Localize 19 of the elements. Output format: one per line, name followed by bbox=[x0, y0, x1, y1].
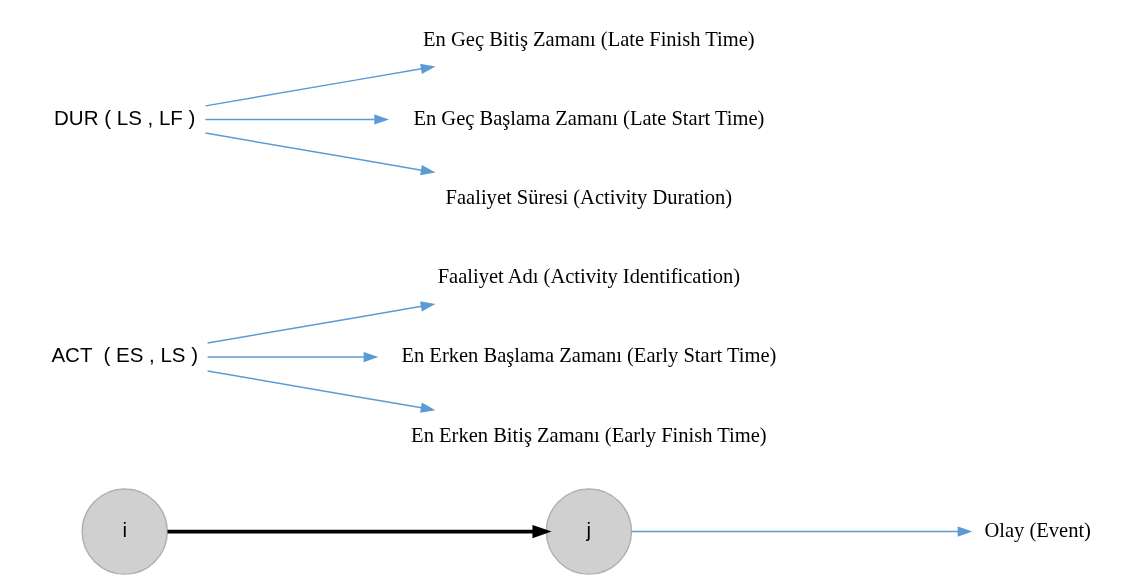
node-text: En Geç Bitiş Zamanı (Late Finish Time) bbox=[423, 27, 755, 50]
node-text: Faaliyet Adı (Activity Identification) bbox=[437, 265, 741, 288]
node-circle: i bbox=[81, 488, 168, 575]
arrow bbox=[206, 301, 436, 344]
node-text: ACT ( ES , LS ) bbox=[51, 343, 199, 367]
node-text: En Geç Başlama Zamanı (Late Start Time) bbox=[413, 106, 765, 129]
node-text: DUR ( LS , LF ) bbox=[54, 105, 196, 129]
node-circle: j bbox=[545, 488, 633, 575]
node-text: En Erken Başlama Zamanı (Early Start Time) bbox=[401, 344, 777, 367]
arrow bbox=[204, 132, 436, 176]
node-text: En Erken Bitiş Zamanı (Early Finish Time) bbox=[411, 423, 767, 446]
arrow bbox=[167, 524, 552, 539]
arrow bbox=[204, 63, 436, 107]
arrow bbox=[206, 370, 436, 413]
arrow bbox=[204, 114, 389, 125]
arrow bbox=[206, 351, 379, 363]
arrow bbox=[630, 526, 973, 537]
node-text: Olay (Event) bbox=[984, 519, 1091, 542]
node-text: Faaliyet Süresi (Activity Duration) bbox=[445, 186, 733, 209]
